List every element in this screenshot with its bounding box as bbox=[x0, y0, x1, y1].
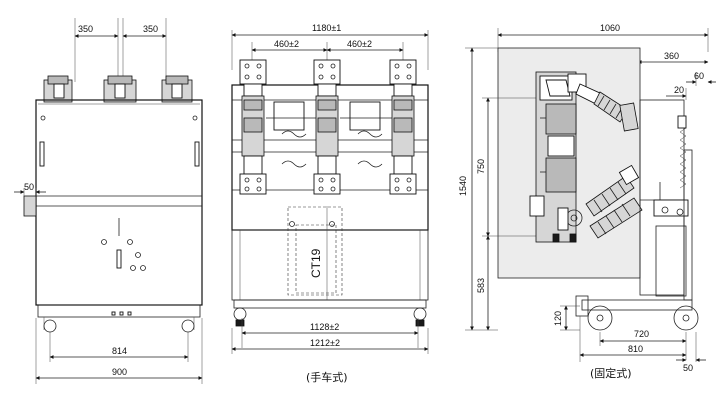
fixed-dim-720: 720 bbox=[634, 329, 649, 339]
front-view: 350 350 bbox=[14, 18, 203, 384]
handcart-poles bbox=[239, 59, 417, 195]
front-dim-814: 814 bbox=[112, 346, 127, 356]
fixed-dim-1060: 1060 bbox=[600, 23, 620, 33]
front-dim-900: 900 bbox=[112, 367, 127, 377]
front-dim-350-left: 350 bbox=[78, 24, 93, 34]
fixed-dim-360: 360 bbox=[664, 51, 679, 61]
fixed-view: 1060 360 60 20 1540 750 583 bbox=[458, 23, 716, 380]
handcart-dim-460-right: 460±2 bbox=[347, 39, 372, 49]
handcart-dim-1212: 1212±2 bbox=[310, 338, 340, 348]
fixed-breaker bbox=[529, 71, 583, 243]
handcart-view: 1180±1 460±2 460±2 bbox=[231, 23, 429, 384]
fixed-upper-insulator bbox=[567, 73, 639, 132]
fixed-caption: (固定式) bbox=[590, 366, 632, 380]
fixed-dim-810: 810 bbox=[628, 344, 643, 354]
front-bushings bbox=[43, 75, 193, 103]
fixed-dim-583: 583 bbox=[476, 278, 486, 293]
fixed-dim-120: 120 bbox=[553, 311, 563, 326]
handcart-dim-1180: 1180±1 bbox=[312, 23, 341, 33]
handcart-dim-1128: 1128±2 bbox=[310, 322, 339, 332]
front-dim-50: 50 bbox=[24, 182, 34, 192]
fixed-dim-60: 60 bbox=[694, 71, 704, 81]
fixed-dim-50: 50 bbox=[683, 363, 693, 373]
fixed-lower-insulators bbox=[585, 164, 643, 239]
fixed-dim-20: 20 bbox=[674, 85, 684, 95]
fixed-dim-750: 750 bbox=[476, 159, 486, 174]
front-cabinet-body bbox=[35, 99, 203, 306]
handcart-dim-460-left: 460±2 bbox=[274, 39, 299, 49]
fixed-dim-1540: 1540 bbox=[458, 176, 468, 196]
handcart-caption: (手车式) bbox=[306, 370, 348, 384]
front-dim-350-right: 350 bbox=[143, 24, 158, 34]
handcart-ct-label: CT19 bbox=[309, 248, 323, 278]
